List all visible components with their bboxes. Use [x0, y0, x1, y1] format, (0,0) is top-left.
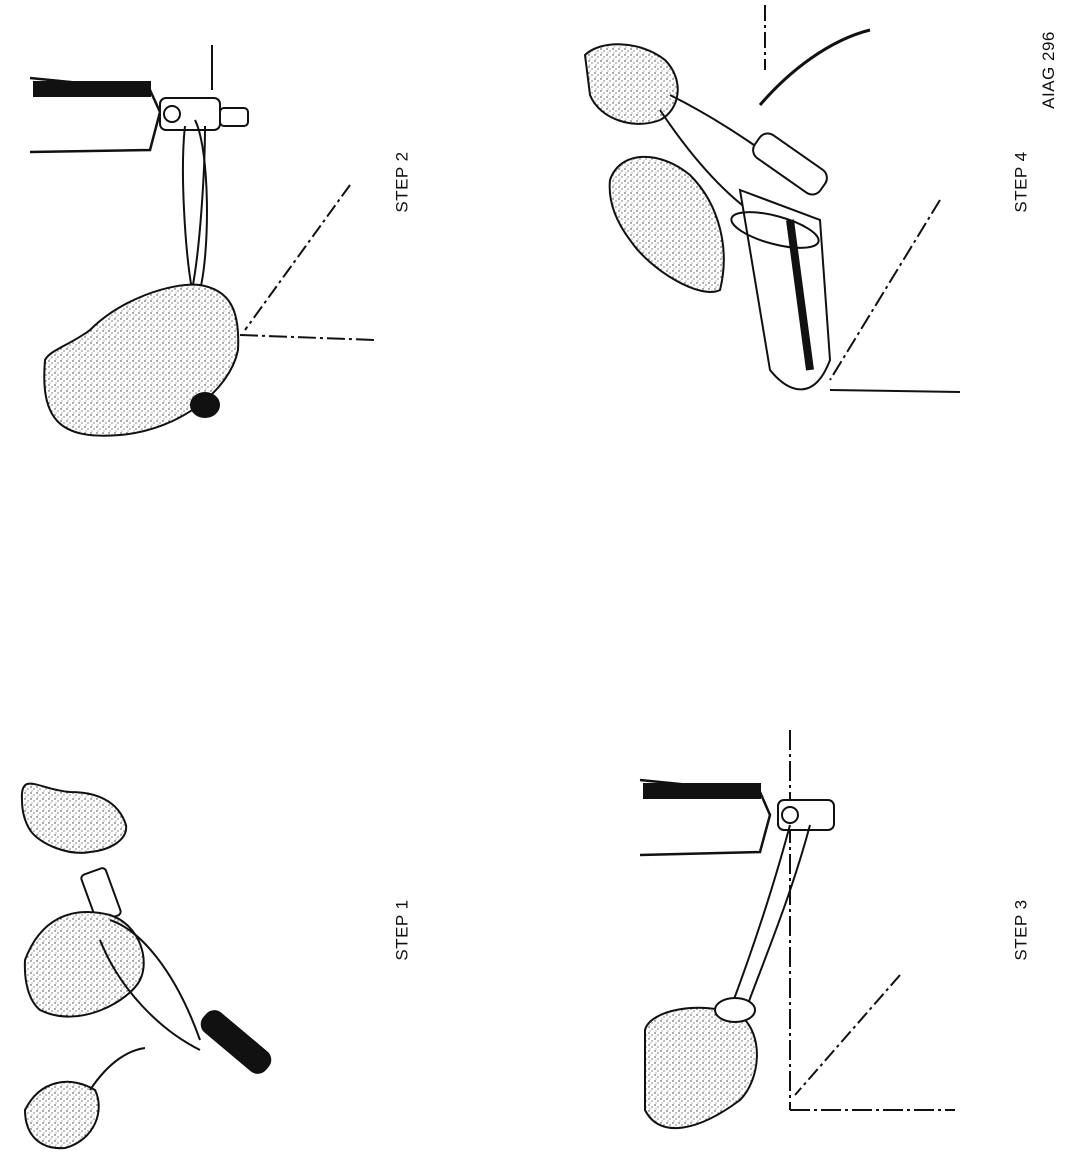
step4-illustration: [585, 5, 960, 392]
step2-label: STEP 2: [393, 151, 413, 212]
step2-illustration: [30, 45, 375, 436]
step3-illustration: [640, 730, 955, 1128]
step1-illustration: [22, 784, 274, 1149]
step3-label: STEP 3: [1012, 899, 1032, 960]
figure-id-label: AIAG 296: [1039, 31, 1059, 109]
step1-label: STEP 1: [393, 899, 413, 960]
step4-label: STEP 4: [1012, 151, 1032, 212]
